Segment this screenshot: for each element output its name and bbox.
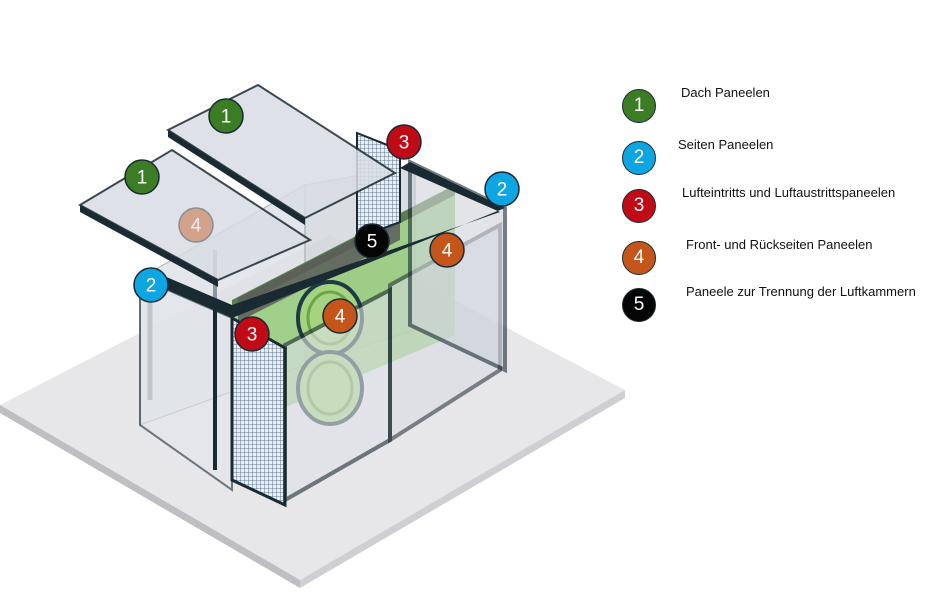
marker-5: 5 [354,223,390,259]
marker-1: 1 [208,98,244,134]
marker-number: 2 [497,180,508,201]
marker-number: 1 [221,107,232,128]
marker-number: 4 [335,307,346,328]
legend-badge: 1 [622,89,656,123]
marker-number: 4 [191,216,202,237]
legend-item: 2 Seiten Paneelen [622,137,942,181]
marker-3: 3 [234,316,270,352]
left-side-panel [139,276,233,492]
marker-circle [178,207,214,243]
marker-number: 5 [367,232,378,253]
legend-item: 1 Dach Paneelen [622,85,942,129]
marker-circle [354,223,390,259]
marker-number: 2 [146,276,157,297]
marker-circle [133,267,169,303]
legend-badge: 5 [622,288,656,322]
marker-circle [386,124,422,160]
marker-number: 3 [399,133,410,154]
legend-item: 5 Paneele zur Trennung der Luftkammern [622,284,942,328]
legend-badge: 3 [622,189,656,223]
legend-label: Dach Paneelen [681,85,770,100]
marker-4: 4 [429,232,465,268]
marker-layer: 1 1 2 2 3 3 4 4 4 5 [124,98,520,352]
legend-badge: 4 [622,241,656,275]
legend-item: 3 Lufteintritts und Luftaustrittspaneelen [622,185,942,229]
marker-circle [322,298,358,334]
legend-label: Seiten Paneelen [678,137,774,152]
marker-number: 4 [442,241,453,262]
marker-2: 2 [484,171,520,207]
legend-label: Paneele zur Trennung der Luftkammern [686,284,916,299]
marker-circle [208,98,244,134]
marker-circle [484,171,520,207]
marker-circle [124,159,160,195]
marker-1: 1 [124,159,160,195]
marker-4: 4 [322,298,358,334]
marker-number: 3 [247,325,258,346]
legend-badge: 2 [622,141,656,175]
marker-4: 4 [178,207,214,243]
marker-circle [234,316,270,352]
marker-circle [429,232,465,268]
marker-2: 2 [133,267,169,303]
legend-label: Lufteintritts und Luftaustrittspaneelen [682,185,896,200]
legend-label: Front- und Rückseiten Paneelen [686,237,873,252]
legend-item: 4 Front- und Rückseiten Paneelen [622,237,942,281]
marker-3: 3 [386,124,422,160]
marker-number: 1 [137,168,148,189]
